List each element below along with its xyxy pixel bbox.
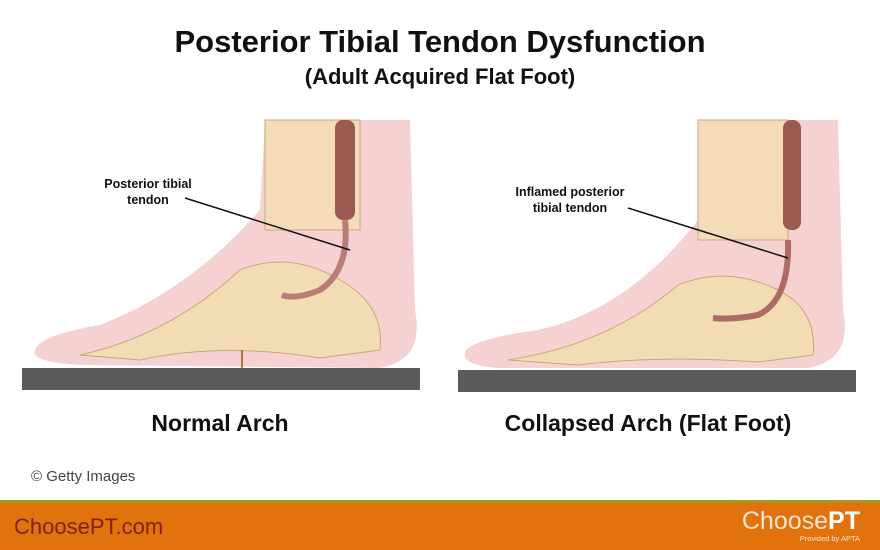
- provided-by: Provided by APTA: [799, 534, 860, 543]
- page-title: Posterior Tibial Tendon Dysfunction: [174, 24, 706, 59]
- site-link[interactable]: ChoosePT.com: [14, 514, 164, 539]
- inflamed-tendon-label: Inflamed posterior tibial tendon: [500, 184, 640, 216]
- normal-arch-caption: Normal Arch: [151, 410, 289, 436]
- page-subtitle: (Adult Acquired Flat Foot): [304, 64, 576, 89]
- label-line: tibial tendon: [532, 201, 608, 215]
- choosept-logo: ChoosePT Provided by APTA: [742, 507, 860, 543]
- flat-foot-caption: Collapsed Arch (Flat Foot): [504, 410, 792, 436]
- footer: ChoosePT.com ChoosePT Provided by APTA: [0, 500, 880, 550]
- image-credit: © Getty Images: [31, 468, 136, 485]
- tendon-label: Posterior tibial tendon: [88, 176, 208, 208]
- logo-pt: PT: [828, 507, 860, 535]
- label-line: Posterior tibial: [104, 177, 192, 191]
- normal-arch-illustration: [22, 119, 420, 390]
- label-line: tendon: [127, 193, 169, 207]
- logo-choose: Choose: [741, 507, 829, 535]
- flat-foot-illustration: [458, 119, 856, 392]
- label-line: Inflamed posterior: [515, 185, 625, 199]
